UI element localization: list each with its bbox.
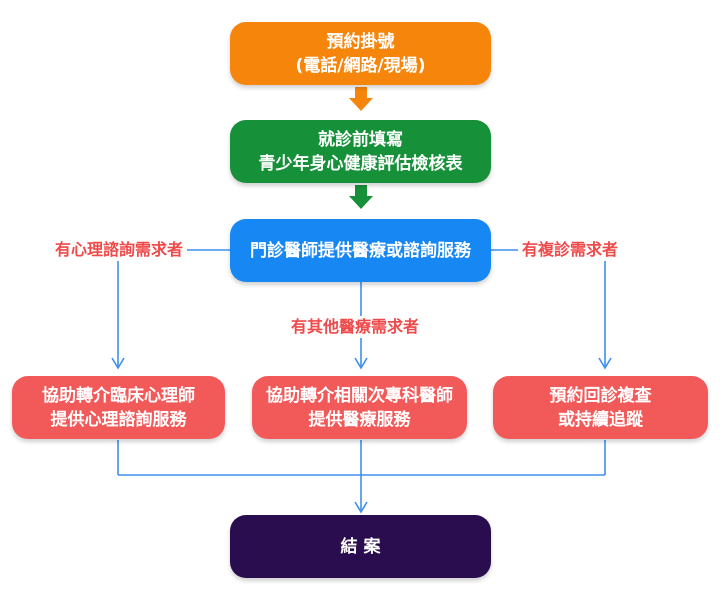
step-assessment-line1: 就診前填寫 [318,129,403,150]
step-appointment-line1: 預約掛號 [326,31,395,52]
branch-label-psych: 有心理諮詢需求者 [51,239,188,261]
step-followup-line2: 或持續追蹤 [558,409,643,430]
step-assessment: 就診前填寫 青少年身心健康評估檢核表 [230,120,491,183]
step-followup-line1: 預約回診複查 [549,385,652,406]
step-psych-referral: 協助轉介臨床心理師 提供心理諮詢服務 [12,376,225,439]
connector-to-followup [490,249,612,370]
connector-to-psych-referral [111,249,232,370]
step-assessment-line2: 青少年身心健康評估檢核表 [258,153,463,174]
step-specialist-referral: 協助轉介相關次專科醫師 提供醫療服務 [252,376,467,439]
arrow-appointment-to-assessment [349,87,373,111]
step-specialist-referral-line1: 協助轉介相關次專科醫師 [266,385,453,406]
step-followup: 預約回診複查 或持續追蹤 [493,376,708,439]
step-clinic-line1: 門診醫師提供醫療或諮詢服務 [250,240,471,261]
step-appointment-line2: (電話/網路/現場) [295,55,426,76]
connector-to-close [117,440,606,514]
step-psych-referral-line2: 提供心理諮詢服務 [50,409,187,430]
step-clinic: 門診醫師提供醫療或諮詢服務 [230,219,491,282]
step-psych-referral-line1: 協助轉介臨床心理師 [42,385,195,406]
step-close: 結 案 [230,515,491,578]
branch-label-revisit: 有複診需求者 [518,239,623,261]
step-close-line1: 結 案 [340,536,381,557]
step-specialist-referral-line2: 提供醫療服務 [308,409,411,430]
branch-label-other-medical: 有其他醫療需求者 [287,316,424,338]
arrow-assessment-to-clinic [349,185,373,209]
step-appointment: 預約掛號 (電話/網路/現場) [230,22,491,85]
